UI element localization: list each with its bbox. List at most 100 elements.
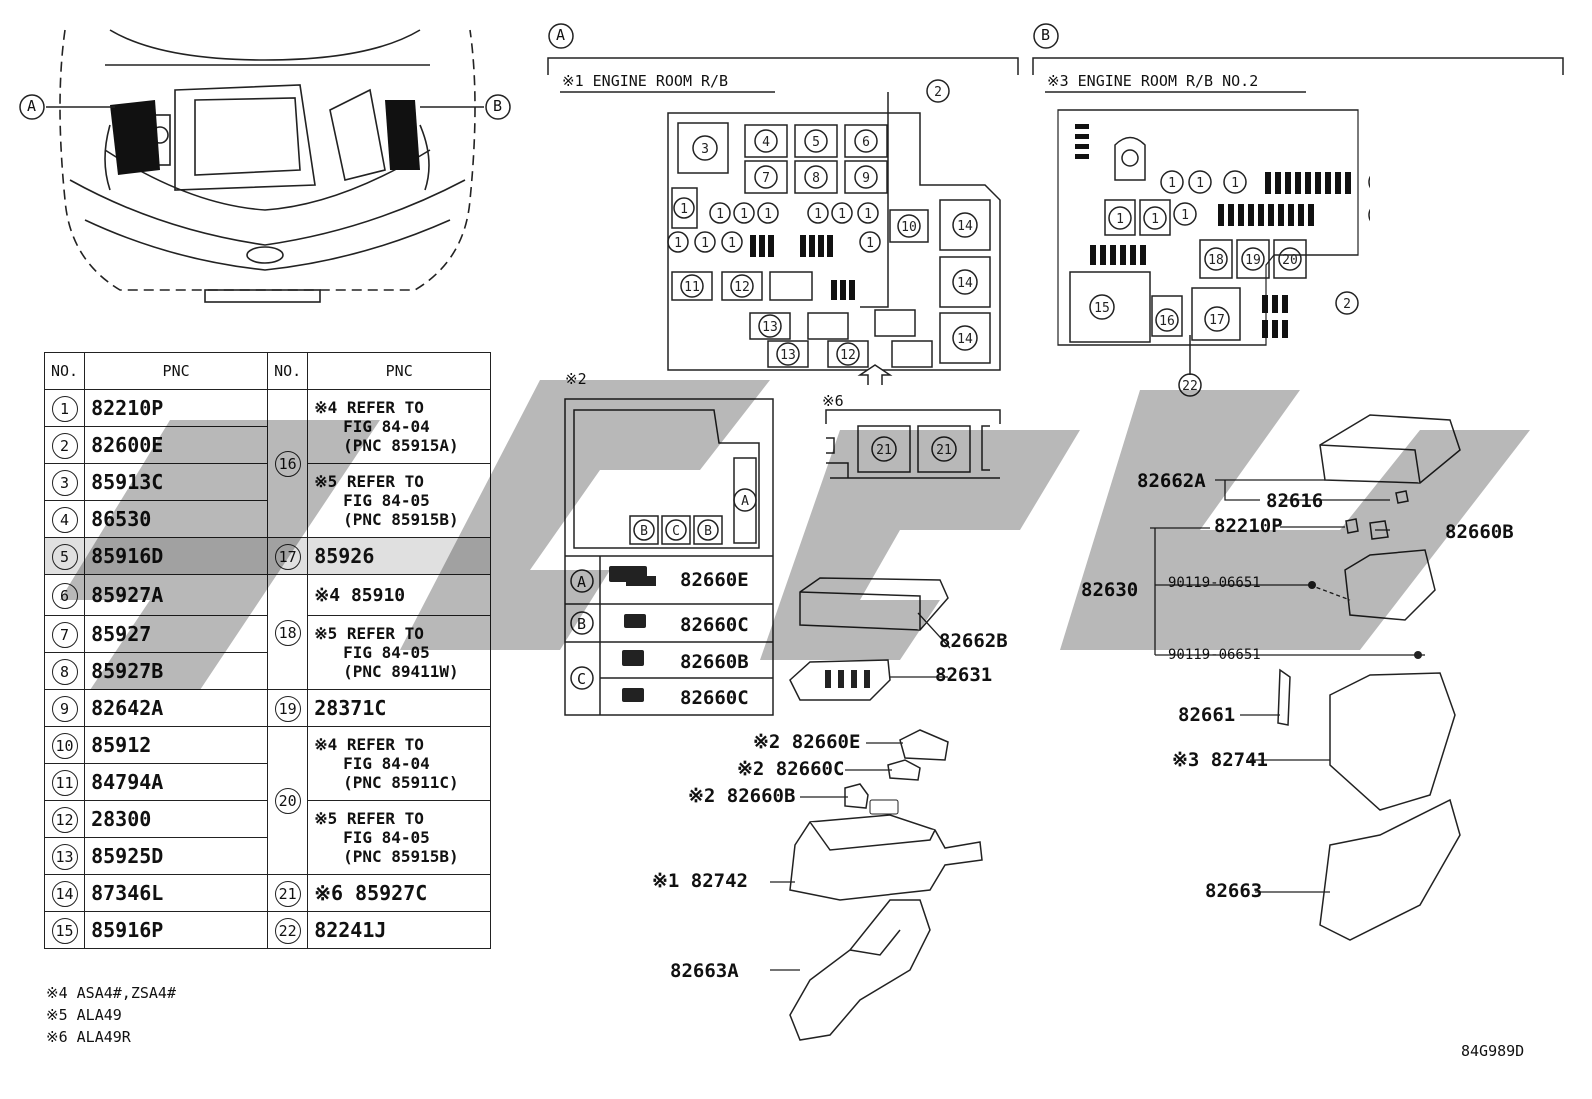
svg-text:1: 1 — [1181, 208, 1189, 223]
note-6-label: ※6 — [822, 392, 844, 410]
section-brackets — [547, 23, 1564, 93]
svg-text:1: 1 — [1231, 176, 1239, 191]
car-callout-b: B — [493, 97, 503, 115]
svg-text:1: 1 — [814, 207, 822, 222]
part-label: 82662A — [1137, 470, 1206, 492]
svg-text:19: 19 — [1245, 253, 1261, 268]
ref-number: 9 — [51, 695, 78, 722]
ref-number: 10 — [51, 732, 78, 759]
svg-text:21: 21 — [876, 443, 892, 458]
svg-text:14: 14 — [957, 219, 973, 234]
pnc-value: 82241J — [307, 911, 492, 949]
svg-text:1: 1 — [866, 236, 874, 251]
pnc-value: 82600E — [84, 426, 269, 464]
part-label: ※2 82660C — [737, 758, 845, 780]
table-row: 7 85927 ※5 REFER TO FIG 84-05 (PNC 89411… — [43, 615, 492, 690]
pnc-note: ※4 REFER TO FIG 84-04 (PNC 85911C) — [307, 726, 492, 801]
ref-number: 21 — [274, 880, 301, 907]
svg-text:B: B — [704, 524, 712, 539]
svg-text:1: 1 — [864, 207, 872, 222]
ref-number: 11 — [51, 769, 78, 796]
ref-number: 6 — [51, 582, 78, 609]
section-b-letter: B — [1041, 26, 1051, 44]
connector-pnc: 82660B — [680, 651, 749, 673]
svg-text:18: 18 — [1208, 253, 1224, 268]
svg-text:14: 14 — [957, 276, 973, 291]
col-pnc-2: PNC — [307, 352, 492, 390]
svg-text:9: 9 — [862, 171, 870, 186]
part-label: 82660B — [1445, 521, 1514, 543]
col-no-2: NO. — [267, 352, 309, 390]
table-row: 11 84794A — [43, 763, 491, 801]
svg-text:17: 17 — [1209, 313, 1225, 328]
pnc-note: ※5 REFER TO FIG 84-05 (PNC 85915B) — [307, 800, 492, 875]
table-row: 6 85927A 18 ※4 85910 — [43, 574, 492, 690]
ref-number: 16 — [274, 451, 301, 477]
pnc-value: 87346L — [84, 874, 269, 912]
pnc-value: 85913C — [84, 463, 269, 501]
ref-number: 3 — [51, 469, 78, 496]
ref-number: 13 — [51, 843, 78, 870]
part-label: 82210P — [1214, 515, 1283, 537]
footnote-6: ※6 ALA49R — [46, 1028, 131, 1046]
col-no: NO. — [43, 352, 86, 390]
note-6-relay-box: 21 21 — [825, 409, 1001, 479]
svg-text:7: 7 — [762, 171, 770, 186]
svg-text:5: 5 — [812, 135, 820, 150]
svg-text:1: 1 — [674, 236, 682, 251]
svg-text:1: 1 — [1151, 212, 1159, 227]
section-a-title: ※1 ENGINE ROOM R/B — [562, 72, 729, 90]
ref-number: 20 — [274, 788, 301, 814]
car-overview-drawing — [19, 29, 511, 303]
svg-text:1: 1 — [728, 236, 736, 251]
svg-text:2: 2 — [934, 85, 942, 100]
pnc-value: ※6 85927C — [307, 874, 492, 912]
svg-text:A: A — [741, 494, 749, 509]
connector-key-a: A — [577, 573, 587, 591]
pnc-value: 28371C — [307, 689, 492, 727]
bolt-label: 90119-06651 — [1168, 647, 1261, 663]
svg-text:2: 2 — [1343, 297, 1351, 312]
figure-id: 84G989D — [1461, 1042, 1525, 1060]
svg-text:20: 20 — [1282, 253, 1298, 268]
svg-text:1: 1 — [764, 207, 772, 222]
pnc-value: 85925D — [84, 837, 269, 875]
ref-number: 8 — [51, 658, 78, 685]
svg-text:12: 12 — [840, 348, 856, 363]
svg-text:1: 1 — [1116, 212, 1124, 227]
section-a-letter: A — [556, 26, 566, 44]
parts-table: NO. PNC NO. PNC 1 82210P 16 ※4 REFER TO … — [43, 352, 492, 949]
ref-number: 7 — [51, 621, 78, 648]
part-label: 82661 — [1178, 704, 1236, 726]
svg-text:22: 22 — [1182, 379, 1198, 394]
svg-text:1: 1 — [716, 207, 724, 222]
svg-text:10: 10 — [901, 220, 917, 235]
svg-text:3: 3 — [701, 142, 709, 157]
pnc-value: 85927 — [84, 615, 269, 653]
ref-number: 18 — [274, 619, 301, 646]
table-row: 5 85916D 17 85926 — [43, 537, 492, 575]
svg-text:16: 16 — [1159, 314, 1175, 329]
pnc-value: 85916P — [84, 911, 269, 949]
pnc-value: 85926 — [307, 537, 492, 575]
svg-text:11: 11 — [684, 280, 700, 295]
part-label: 82663 — [1205, 880, 1263, 902]
exploded-parts-a — [770, 577, 983, 1041]
ref-number: 15 — [51, 917, 78, 944]
pnc-note: ※4 REFER TO FIG 84-04 (PNC 85915A) — [307, 389, 492, 464]
ref-number: 17 — [274, 543, 301, 570]
svg-text:13: 13 — [780, 348, 796, 363]
ref-number: 22 — [274, 917, 301, 944]
section-b-title: ※3 ENGINE ROOM R/B NO.2 — [1047, 72, 1259, 90]
svg-text:1: 1 — [1196, 176, 1204, 191]
pnc-note: ※5 REFER TO FIG 84-05 (PNC 89411W) — [307, 615, 492, 690]
pnc-value: 28300 — [84, 800, 269, 838]
svg-text:1: 1 — [680, 202, 688, 217]
svg-text:21: 21 — [936, 443, 952, 458]
table-row: 14 87346L 21 ※6 85927C — [43, 874, 492, 912]
part-label: 82631 — [935, 664, 993, 686]
part-label: ※2 82660E — [753, 731, 861, 753]
